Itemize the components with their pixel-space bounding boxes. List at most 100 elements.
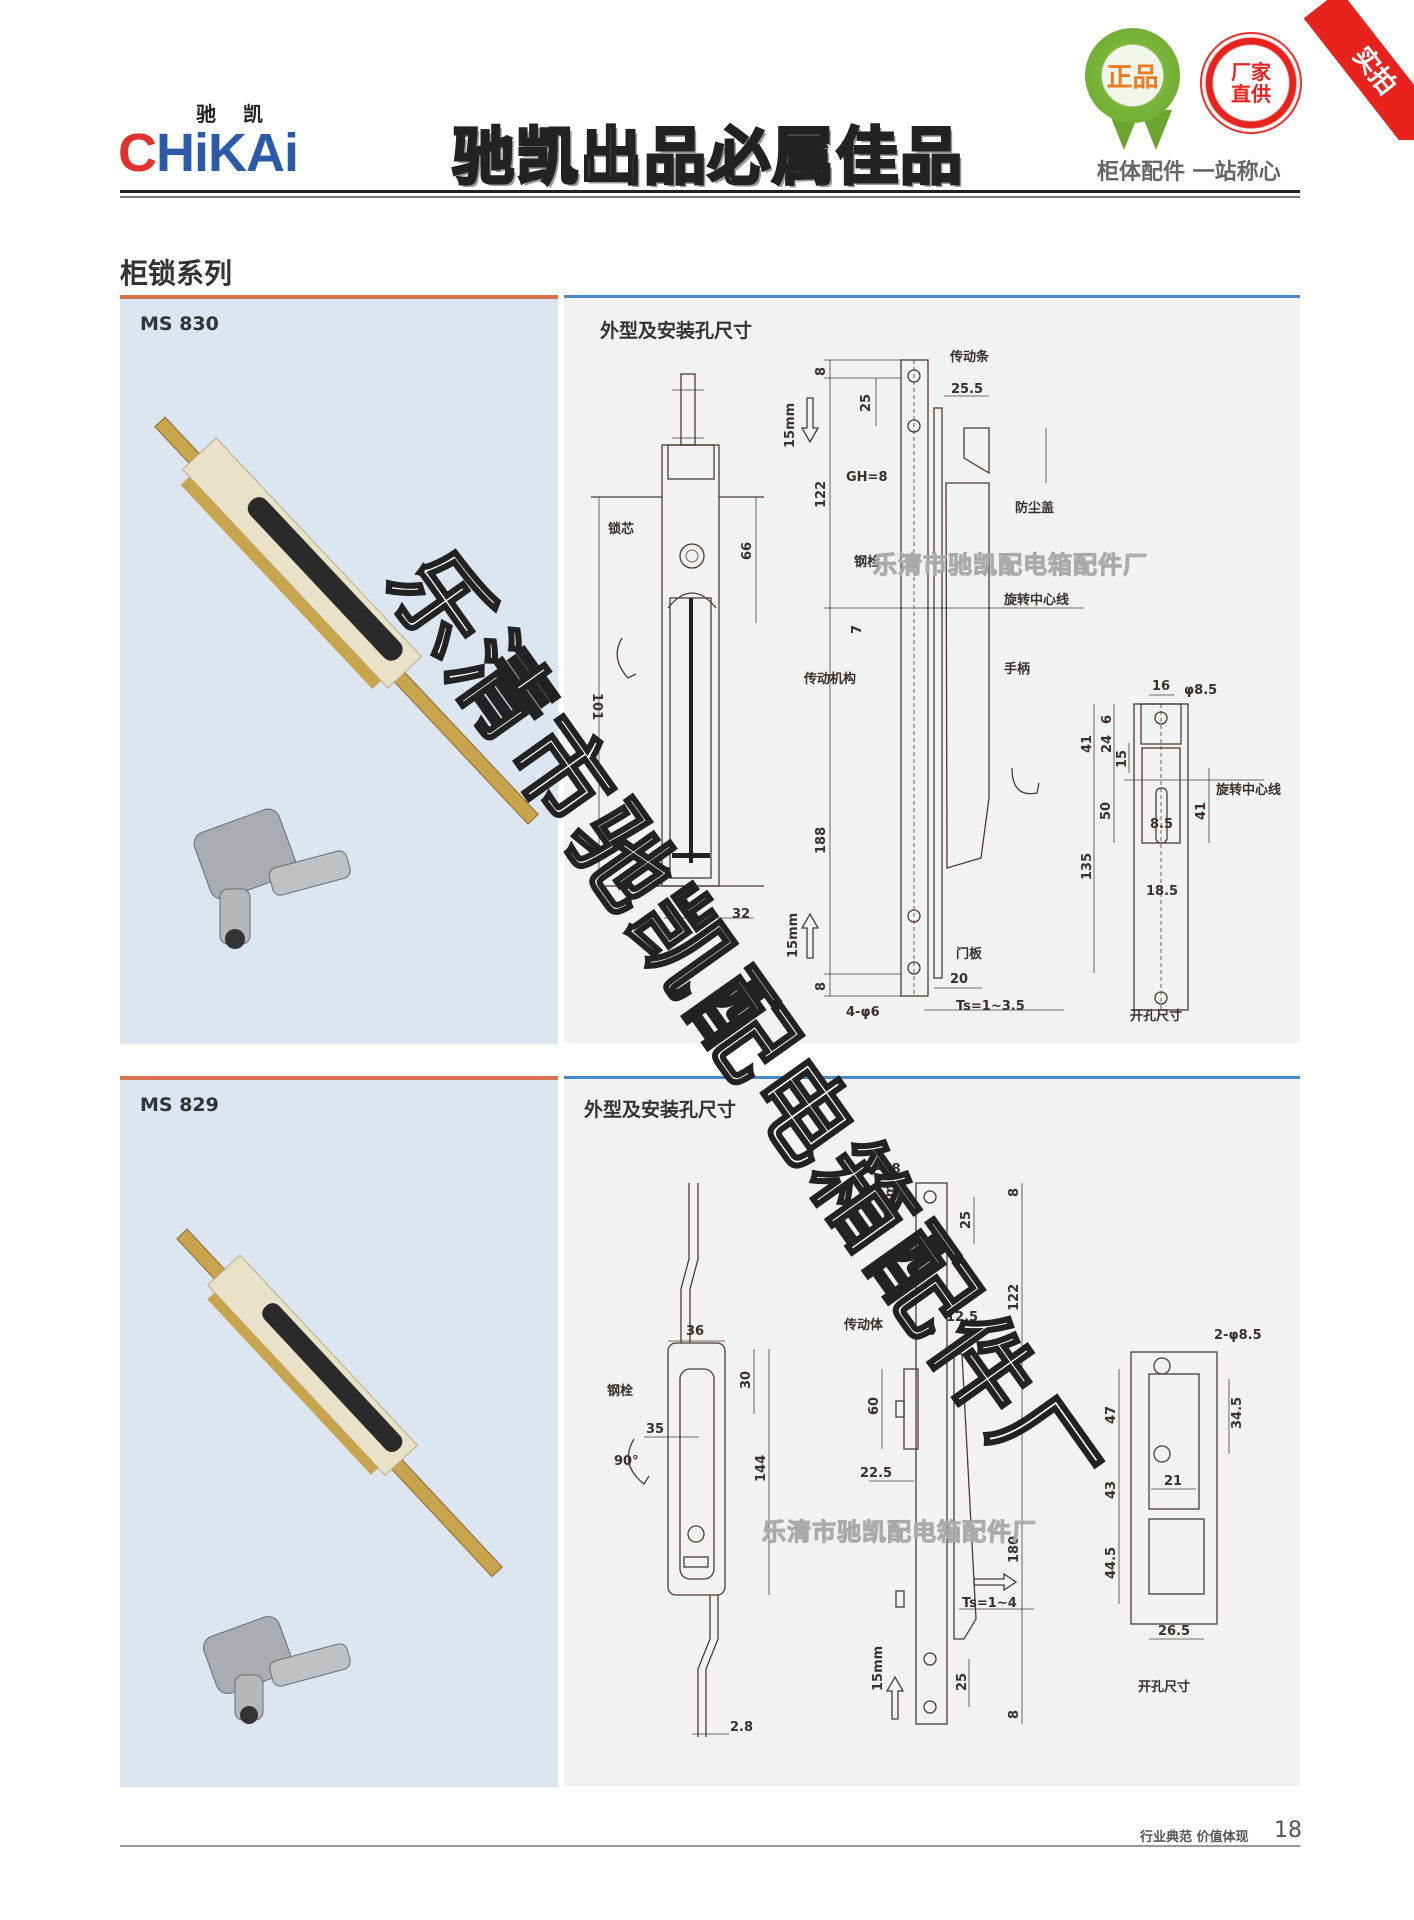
lock-photo	[154, 416, 539, 949]
part-label: 传动体	[843, 1317, 884, 1333]
product-photo-panel-ms829: MS 829	[120, 1076, 558, 1787]
dim-label: 15mm	[871, 1646, 886, 1691]
page-number: 18	[1274, 1818, 1302, 1843]
key-image	[193, 808, 351, 949]
key-image	[203, 1616, 351, 1724]
dim-label: 188	[814, 827, 829, 854]
footer-slogan: 行业典范 价值体现	[1140, 1830, 1249, 1845]
watermark-small: 乐清市驰凯配电箱配件厂	[762, 1518, 1037, 1547]
dim-label: 7	[850, 625, 865, 634]
dim-label: 32	[732, 907, 750, 922]
dim-label: 8	[814, 367, 829, 376]
factory-direct-badge: 厂家直供	[1200, 32, 1302, 134]
technical-drawing: 锁芯 66 101 32 8 25 122 15mm GH=8 25.5 传动条…	[589, 349, 1281, 1024]
dim-label: 66	[740, 542, 755, 560]
dim-label: 180	[1007, 1536, 1022, 1563]
dim-label: 4-φ8	[867, 1162, 901, 1177]
technical-drawing: 36 30 钢栓 35 90° 144 2.8 4-φ8 15mm 8 25 1…	[607, 1162, 1262, 1737]
drawing-title: 外型及安装孔尺寸	[584, 1099, 737, 1121]
watermark-small: 乐清市驰凯配电箱配件厂	[873, 551, 1148, 580]
cutout-caption: 开孔尺寸	[1130, 1008, 1182, 1024]
dim-label: Ts=1~4	[962, 1596, 1017, 1611]
dim-label: 47	[1104, 1406, 1119, 1424]
drawing-title: 外型及安装孔尺寸	[600, 320, 753, 342]
dim-label: 15	[1115, 750, 1130, 768]
dim-label: 15mm	[883, 1184, 898, 1229]
part-label: 传动条	[949, 349, 990, 365]
logo-letters: HiKAi	[156, 123, 299, 183]
dim-label: 41	[1080, 735, 1095, 753]
corner-ribbon-text: 实拍	[1303, 0, 1414, 140]
dim-label: 34.5	[1230, 1397, 1245, 1429]
lock-product-image	[154, 416, 539, 825]
dim-label: 26.5	[1158, 1624, 1190, 1639]
part-label: 门板	[956, 946, 983, 962]
dim-label: 16	[1152, 679, 1170, 694]
dim-label: 25	[959, 1211, 974, 1229]
dim-label: 41	[1194, 802, 1209, 820]
part-label: 旋转中心线	[1003, 592, 1069, 608]
part-label: 防尘盖	[1015, 500, 1054, 516]
dim-label: 25	[859, 394, 874, 412]
dim-label: 2.8	[730, 1720, 753, 1735]
logo-letter-c: C	[118, 123, 157, 183]
rotate-arrow-icon	[1011, 767, 1040, 795]
dim-label: 15mm	[783, 403, 798, 448]
dim-label: 4-φ6	[846, 1005, 880, 1020]
left-arrow-icon	[973, 1572, 1018, 1592]
dim-label: 35	[646, 1422, 664, 1437]
dim-label: 10	[918, 1324, 936, 1339]
drawing-panel-ms830: 外型及安装孔尺寸	[564, 295, 1300, 1043]
angle-label: 90°	[614, 1454, 639, 1469]
lock-product-image	[176, 1228, 503, 1578]
dim-label: Ts=1~3.5	[956, 999, 1025, 1014]
dim-label: 60	[867, 1397, 882, 1415]
footer-divider	[120, 1845, 1300, 1847]
model-label: MS 829	[140, 1094, 219, 1116]
up-arrow-icon	[800, 912, 820, 959]
dim-label: 8	[1007, 1188, 1022, 1197]
dim-label: 21	[1164, 1474, 1182, 1489]
rotate-arrow-icon	[627, 1438, 650, 1485]
dim-label: 15mm	[786, 913, 801, 958]
up-arrow-icon	[885, 1675, 905, 1720]
part-label: 钢栓	[854, 554, 880, 570]
lock-photo	[176, 1228, 503, 1724]
corner-ribbon: 实拍	[1300, 0, 1414, 140]
dim-label: φ8.5	[1184, 683, 1217, 698]
dim-label: 2-φ8.5	[1214, 1328, 1262, 1343]
dim-label: 43	[1104, 1481, 1119, 1499]
part-label: 旋转中心线	[1215, 782, 1281, 798]
section-title: 柜锁系列	[120, 257, 233, 290]
genuine-badge: 正品	[1085, 28, 1180, 123]
dim-label: 101	[589, 693, 604, 720]
dim-label: 36	[686, 1324, 704, 1339]
dim-label: 25	[955, 1673, 970, 1691]
dim-label: GH=8	[846, 470, 888, 485]
product-photo-panel-ms830: MS 830	[120, 295, 558, 1044]
dim-label: 135	[1080, 853, 1095, 880]
part-label: 手柄	[1004, 661, 1030, 677]
header-tagline: 柜体配件 一站称心	[1097, 160, 1281, 185]
dim-label: 25.5	[951, 382, 983, 397]
logo: CHiKAi	[118, 122, 299, 184]
dim-label: 6	[1100, 715, 1115, 724]
down-arrow-icon	[800, 397, 820, 444]
rotate-arrow-icon	[616, 637, 637, 679]
header-divider-thin	[120, 196, 1300, 198]
dim-label: 30	[739, 1371, 754, 1389]
drawing-panel-ms829: 外型及安装孔尺寸	[564, 1076, 1300, 1786]
genuine-badge-text: 正品	[1106, 63, 1159, 93]
factory-badge-line2: 直供	[1231, 82, 1271, 106]
cutout-caption: 开孔尺寸	[1138, 1679, 1190, 1695]
dim-label: 122	[814, 481, 829, 508]
dim-label: 8	[1007, 1710, 1022, 1719]
factory-badge-line1: 厂家	[1231, 60, 1271, 84]
dim-label: 12.5	[946, 1310, 978, 1325]
dim-label: 22.5	[860, 1466, 892, 1481]
dim-label: 44.5	[1104, 1547, 1119, 1579]
dim-label: 144	[754, 1455, 769, 1482]
dim-label: 8.5	[1150, 817, 1173, 832]
dim-label: 8	[814, 982, 829, 991]
dim-label: 锁芯	[608, 521, 634, 537]
